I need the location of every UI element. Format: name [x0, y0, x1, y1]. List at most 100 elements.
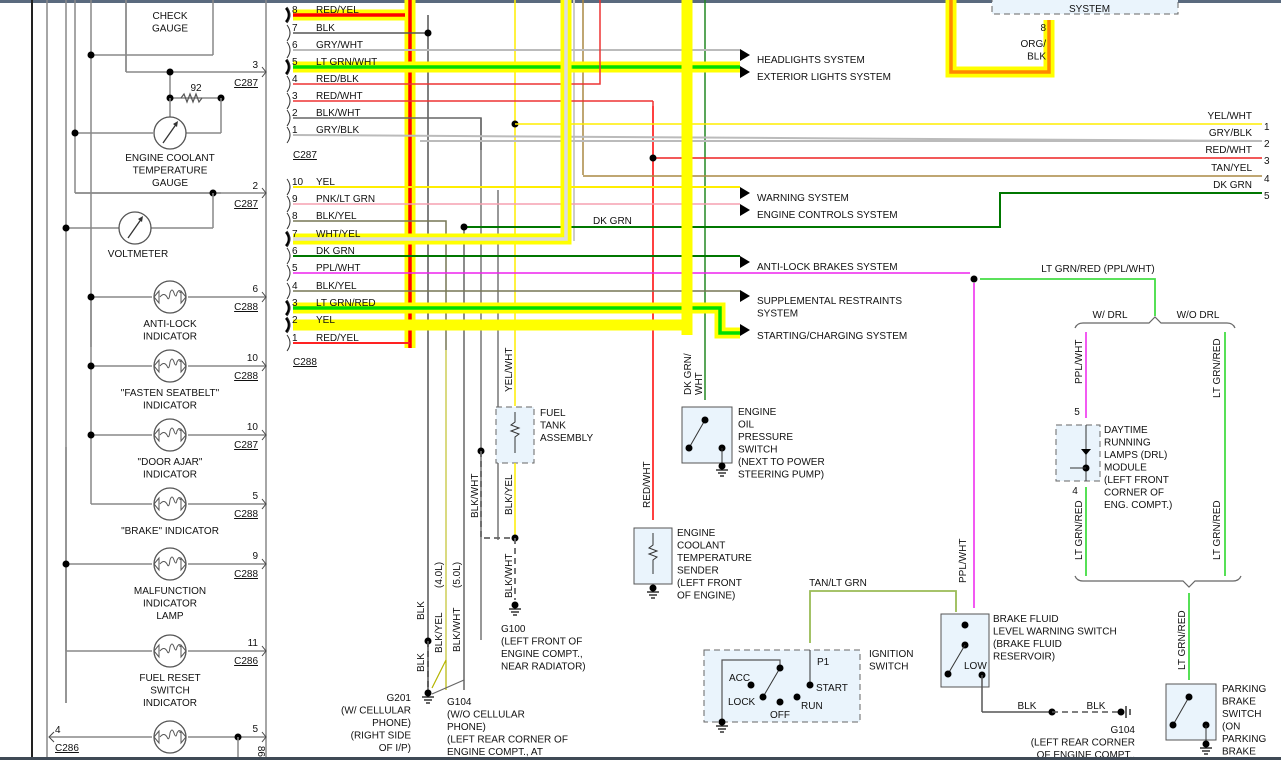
- g104-left-label: ENGINE COMPT., AT: [447, 747, 543, 758]
- pin-number: 3: [252, 60, 258, 71]
- drl-module-label: (LEFT FRONT: [1104, 475, 1169, 486]
- lamp-arrow: [153, 496, 160, 512]
- wire-color-label: RED/YEL: [316, 5, 359, 16]
- pin-arrow: [261, 731, 267, 743]
- pin-number: 1: [1264, 122, 1270, 133]
- connector-name: C288: [293, 357, 317, 368]
- pin-number: 5: [1074, 407, 1080, 418]
- parking-brake-switch-label: BRAKE: [1222, 697, 1256, 708]
- pin-number: 11: [248, 638, 259, 649]
- wire-label: BLK/YEL: [504, 474, 515, 515]
- pin-number: 5: [1264, 191, 1270, 202]
- fasten-seatbelt-indicator-icon: [153, 349, 187, 383]
- drl-module-label: LAMPS (DRL): [1104, 450, 1167, 461]
- gauge-needle-tip: [138, 216, 143, 222]
- wire-label: BLK: [1087, 701, 1106, 712]
- gauge-needle: [127, 217, 143, 239]
- pin-number: 5: [292, 57, 298, 68]
- connector-pin: [286, 247, 291, 265]
- wire-c287-2: [293, 117, 482, 150]
- connector-pin: [286, 299, 291, 317]
- wire-c287-4: [293, 0, 601, 85]
- brake-indicator-label: "BRAKE" INDICATOR: [121, 526, 219, 537]
- g100-label: (LEFT FRONT OF: [501, 637, 582, 648]
- wire-tan-lt-grn: [809, 590, 957, 643]
- ignition-position-label: START: [816, 683, 848, 694]
- splice-dot: [62, 560, 70, 568]
- drl-module-label: DAYTIME: [1104, 425, 1148, 436]
- malfunction-indicator-lamp-label: LAMP: [156, 611, 184, 622]
- pin-arrow: [261, 498, 267, 510]
- ignition-position-label: ACC: [729, 673, 750, 684]
- wire-color-label: BLK: [316, 23, 335, 34]
- lamp-filament: [159, 358, 181, 369]
- pin-number: 2: [292, 108, 298, 119]
- wire-color-label: WHT/YEL: [316, 229, 361, 240]
- connector-pin: [286, 334, 291, 352]
- gauge-needle: [162, 122, 178, 144]
- top-system-box: [991, 0, 1179, 15]
- starting-charging-system-arrow-icon: [740, 324, 750, 336]
- pin-number: 6: [292, 40, 298, 51]
- malfunction-indicator-lamp-label: MALFUNCTION: [134, 586, 206, 597]
- lamp-filament: [159, 729, 181, 740]
- drl-module-label: ENG. COMPT.): [1104, 500, 1172, 511]
- wire-color-label: LT GRN/RED: [316, 298, 376, 309]
- lamp-filament: [159, 427, 181, 438]
- splice-dot: [71, 129, 79, 137]
- splice-dot: [1185, 693, 1193, 701]
- lamp-arrow: [180, 289, 187, 305]
- g104-right-label: G104: [1111, 725, 1136, 736]
- pin-number: 3: [292, 91, 298, 102]
- brake-fluid-switch-label: (BRAKE FLUID: [993, 639, 1062, 650]
- wire-label: DK GRN/: [683, 353, 694, 395]
- lamp-arrow: [153, 556, 160, 572]
- pin-number: 6: [252, 284, 258, 295]
- oil-pressure-switch-label: ENGINE: [738, 407, 777, 418]
- coolant-sender-ground-icon-dot: [649, 584, 657, 592]
- pin-number: 1: [292, 125, 298, 136]
- splice-dot: [701, 416, 709, 424]
- wire-color-label: RED/YEL: [316, 333, 359, 344]
- connector-pin: [286, 24, 291, 42]
- oil-pressure-switch-label: OIL: [738, 420, 755, 431]
- parking-brake-ground-icon-dot: [1202, 740, 1210, 748]
- connector-pin: [286, 75, 291, 93]
- splice-dot: [806, 681, 814, 689]
- lamp-arrow: [180, 729, 187, 745]
- wire-lt-grn-red: [980, 278, 1156, 316]
- pin-number: 8: [292, 5, 298, 16]
- splice-dot: [944, 670, 952, 678]
- drl-option-bracket-bottom: [1074, 575, 1242, 588]
- brake-fluid-switch-label: RESERVOIR): [993, 652, 1055, 663]
- wire-label: LT GRN/RED: [1177, 610, 1188, 670]
- splice-dot: [424, 29, 432, 37]
- left-frame: [31, 0, 267, 760]
- connector-pin: [286, 41, 291, 59]
- splice-dot: [970, 275, 978, 283]
- wire-color-label: DK GRN: [1213, 180, 1252, 191]
- splice-dot: [87, 51, 95, 59]
- anti-lock-brakes-system-arrow-icon: [740, 256, 750, 268]
- bottom-lamp-icon: [153, 720, 187, 754]
- splice-dot: [747, 681, 755, 689]
- malfunction-indicator-lamp-label: INDICATOR: [143, 599, 197, 610]
- supplemental-restraints-system-arrow-icon: [740, 290, 750, 302]
- splice-dot: [87, 293, 95, 301]
- oil-pressure-switch-label: STEERING PUMP): [738, 470, 824, 481]
- g104-left-label: PHONE): [447, 722, 486, 733]
- wire-label: BLK: [416, 653, 427, 672]
- resistor-value: 92: [190, 83, 202, 94]
- pin-number: 6: [292, 246, 298, 257]
- connector-label: C288: [234, 509, 258, 520]
- g100-label: NEAR RADIATOR): [501, 662, 586, 673]
- splice-dot: [166, 68, 174, 76]
- connector-label: C288: [234, 302, 258, 313]
- pin-number: 4: [292, 281, 298, 292]
- connector-pin-highlighted: [285, 317, 291, 333]
- brake-indicator-icon: [153, 487, 187, 521]
- coolant-sender-label: COOLANT: [677, 541, 725, 552]
- window-bottom-border: [0, 757, 1281, 760]
- headlights-system-arrow-icon: [740, 49, 750, 61]
